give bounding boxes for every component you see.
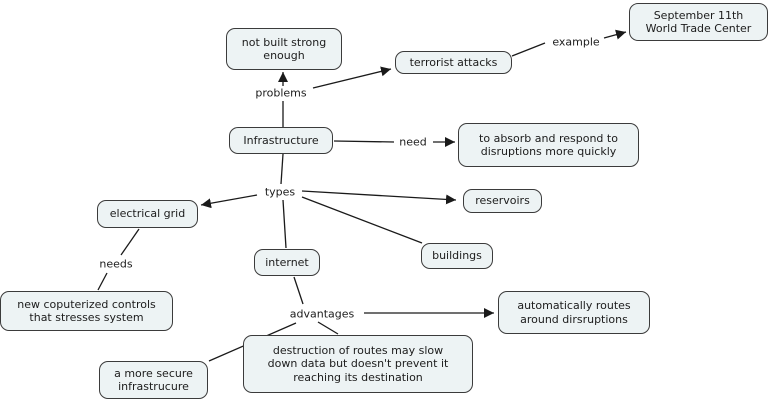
node-september-11th-world-trade-center[interactable]: September 11th World Trade Center: [629, 3, 768, 41]
edge-types-to-reservoirs: [301, 190, 457, 205]
node-internet[interactable]: internet: [254, 249, 320, 276]
edge-example-to-september-11th-world-trade-center: [603, 29, 627, 40]
node-to-absorb-and-respond[interactable]: to absorb and respond to disruptions mor…: [458, 123, 639, 167]
node-a-more-secure-infrastructure[interactable]: a more secure infrastrucure: [99, 361, 208, 399]
edge-infrastructure-to-need: [333, 140, 395, 143]
node-not-built-strong-enough[interactable]: not built strong enough: [226, 28, 342, 70]
node-infrastructure[interactable]: Infrastructure: [229, 127, 333, 154]
link-label-problems[interactable]: problems: [253, 86, 309, 100]
node-automatically-routes[interactable]: automatically routes around dirsruptions: [498, 291, 650, 334]
node-new-computerized-controls[interactable]: new coputerized controls that stresses s…: [0, 291, 173, 331]
node-terrorist-attacks[interactable]: terrorist attacks: [395, 51, 512, 74]
link-label-types[interactable]: types: [262, 185, 298, 199]
edge-infrastructure-to-types: [280, 153, 284, 185]
edge-terrorist-attacks-to-example: [511, 42, 546, 57]
node-electrical-grid[interactable]: electrical grid: [97, 200, 198, 228]
link-label-example[interactable]: example: [550, 35, 602, 49]
edge-types-to-buildings: [301, 196, 423, 244]
edge-electrical-grid-to-needs: [120, 228, 140, 256]
node-reservoirs[interactable]: reservoirs: [463, 189, 542, 213]
edge-problems-to-terrorist-attacks: [312, 66, 392, 89]
edge-needs-to-new-computerized-controls: [97, 272, 108, 291]
edge-types-to-internet: [282, 199, 287, 249]
link-label-need[interactable]: need: [397, 135, 429, 149]
edge-types-to-electrical-grid: [200, 194, 258, 209]
node-destruction-of-routes[interactable]: destruction of routes may slow down data…: [243, 335, 473, 393]
link-label-advantages[interactable]: advantages: [287, 307, 357, 321]
node-buildings[interactable]: buildings: [421, 243, 493, 269]
edge-internet-to-advantages: [293, 276, 304, 305]
link-label-needs[interactable]: needs: [97, 257, 135, 271]
edge-advantages-to-destruction-of-routes: [317, 321, 339, 335]
